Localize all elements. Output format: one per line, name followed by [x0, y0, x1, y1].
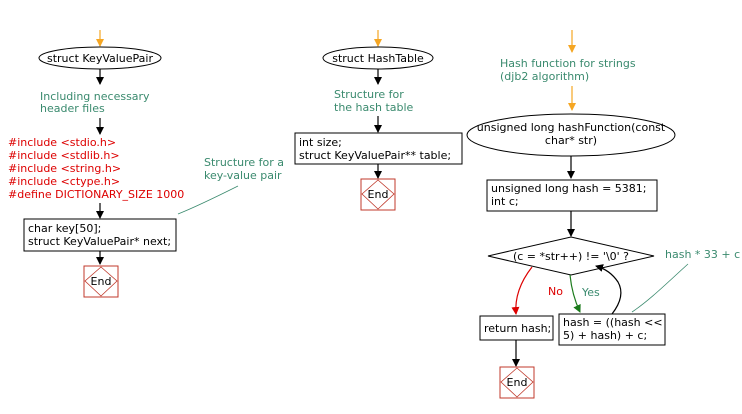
define-line: #define DICTIONARY_SIZE 1000 [8, 188, 184, 201]
fields-box-keyvaluepair [23, 218, 177, 252]
end-node-3 [499, 366, 535, 399]
init-line-1: unsigned long hash = 5381; [491, 182, 647, 195]
flow-hashtable: struct HashTable Structure for the hash … [294, 30, 463, 211]
return-label: return hash; [484, 322, 551, 335]
fields-box-hashtable [294, 132, 463, 165]
note-line-2: key-value pair [204, 169, 282, 182]
no-branch-label: No [548, 285, 563, 298]
condition-diamond [487, 236, 655, 276]
fields-line-1: char key[50]; [28, 222, 101, 235]
end-node-2 [360, 178, 396, 211]
loop-note-connector [631, 263, 689, 313]
comment-line-1: Structure for [334, 88, 404, 101]
comment-line-2: header files [40, 102, 105, 115]
start-node-label: struct KeyValuePair [47, 52, 153, 65]
include-line-2: #include <stdlib.h> [8, 149, 120, 162]
comment-line-1: Including necessary [40, 90, 150, 103]
flow-keyvaluepair: struct KeyValuePair Including necessary … [8, 30, 284, 298]
end-label-3: End [507, 376, 528, 389]
start-line-2: char* str) [545, 134, 597, 147]
fields-line-1: int size; [299, 136, 342, 149]
include-line-1: #include <stdio.h> [8, 136, 116, 149]
end-node-1 [83, 265, 119, 298]
end-label-2: End [368, 188, 389, 201]
end-diamond-3 [500, 367, 534, 398]
start-line-1: unsigned long hashFunction(const [477, 121, 666, 134]
note-line-1: Structure for a [204, 156, 284, 169]
yes-branch-label: Yes [581, 286, 600, 299]
no-branch-edge [511, 266, 533, 315]
end-label-1: End [91, 275, 112, 288]
comment-line-2: (djb2 algorithm) [500, 70, 589, 83]
comment-line-2: the hash table [334, 101, 414, 114]
loop-note-label: hash * 33 + c [665, 248, 740, 261]
end-diamond-1 [84, 266, 118, 297]
loop-back-edge [595, 264, 622, 315]
fields-line-2: struct KeyValuePair* next; [28, 235, 171, 248]
init-box [486, 179, 658, 212]
note-connector [177, 185, 239, 215]
comment-line-1: Hash function for strings [500, 57, 636, 70]
update-line-2: 5) + hash) + c; [563, 329, 647, 342]
end-diamond-2 [361, 179, 395, 210]
fields-line-2: struct KeyValuePair** table; [299, 149, 451, 162]
flow-hashfunction: Hash function for strings (djb2 algorith… [466, 30, 740, 399]
include-line-4: #include <ctype.h> [8, 175, 120, 188]
condition-label: (c = *str++) != '\0' ? [513, 250, 629, 263]
yes-branch-edge [569, 274, 581, 313]
update-line-1: hash = ((hash << [563, 316, 663, 329]
update-box [558, 313, 666, 346]
init-line-2: int c; [491, 195, 519, 208]
return-box [479, 315, 554, 341]
include-line-3: #include <string.h> [8, 162, 121, 175]
start-node-label: struct HashTable [332, 52, 424, 65]
